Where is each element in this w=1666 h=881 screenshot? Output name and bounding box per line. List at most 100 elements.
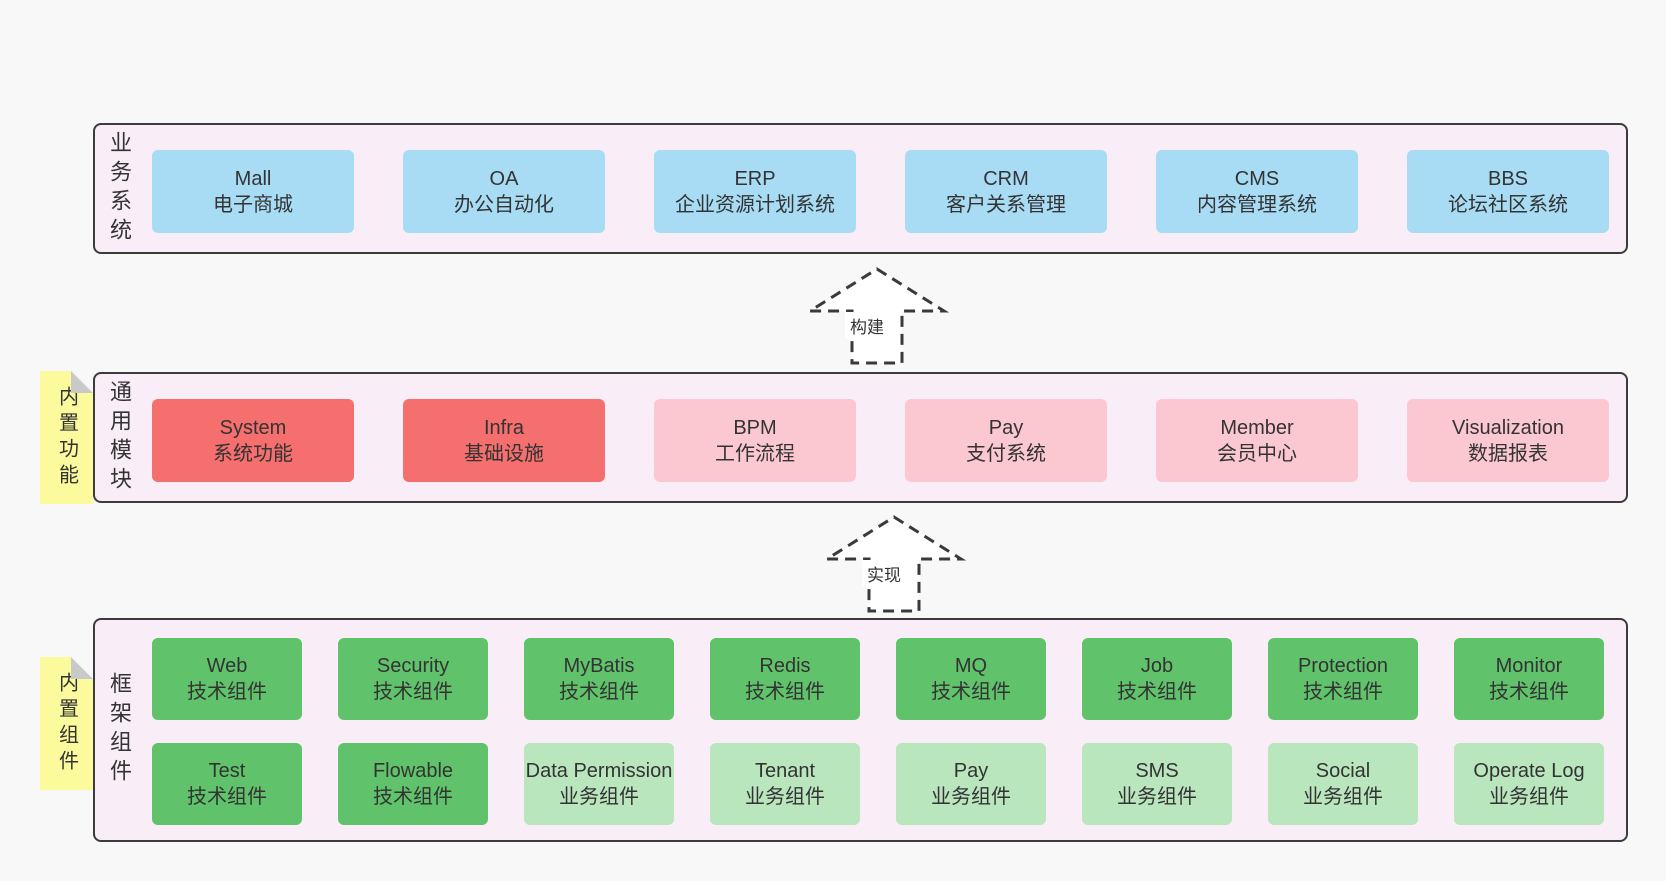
node-social-subtitle: 业务组件 — [1303, 786, 1383, 808]
node-mq-title: MQ — [954, 655, 988, 677]
node-mq-subtitle: 技术组件 — [931, 681, 1011, 703]
node-protection: Protection 技术组件 — [1268, 638, 1418, 720]
node-pay-title: Pay — [988, 416, 1024, 439]
node-pay-biz-subtitle: 业务组件 — [931, 786, 1011, 808]
node-cms-subtitle: 内容管理系统 — [1197, 193, 1317, 216]
node-monitor: Monitor 技术组件 — [1454, 638, 1604, 720]
node-infra-title: Infra — [483, 416, 525, 439]
panel-business-systems: 业务系统 Mall 电子商城 OA 办公自动化 ERP 企业资源计划系统 CRM… — [93, 123, 1628, 254]
node-crm: CRM 客户关系管理 — [905, 150, 1107, 233]
node-mybatis-title: MyBatis — [563, 655, 635, 677]
node-flowable-title: Flowable — [372, 760, 454, 782]
node-redis: Redis 技术组件 — [710, 638, 860, 720]
node-tenant: Tenant 业务组件 — [710, 743, 860, 825]
node-social-title: Social — [1315, 760, 1371, 782]
node-oa-subtitle: 办公自动化 — [454, 193, 554, 216]
node-member-subtitle: 会员中心 — [1217, 442, 1297, 465]
panel-framework-components: 框架组件 Web 技术组件 Security 技术组件 MyBatis 技术组件… — [93, 618, 1628, 842]
component-box-row-2: Test 技术组件 Flowable 技术组件 Data Permission … — [152, 743, 1604, 825]
node-cms: CMS 内容管理系统 — [1156, 150, 1358, 233]
node-tenant-subtitle: 业务组件 — [745, 786, 825, 808]
node-visualization-subtitle: 数据报表 — [1468, 442, 1548, 465]
node-flowable-subtitle: 技术组件 — [373, 786, 453, 808]
node-social: Social 业务组件 — [1268, 743, 1418, 825]
node-data-permission-title: Data Permission — [525, 760, 673, 782]
node-member-title: Member — [1220, 416, 1294, 439]
node-system: System 系统功能 — [152, 399, 354, 482]
sticky-note-built-in-components: 内置组件 — [40, 657, 93, 790]
node-member: Member 会员中心 — [1156, 399, 1358, 482]
node-tenant-title: Tenant — [754, 760, 816, 782]
node-data-permission: Data Permission 业务组件 — [524, 743, 674, 825]
node-web-subtitle: 技术组件 — [187, 681, 267, 703]
panel-common-modules: 通用模块 System 系统功能 Infra 基础设施 BPM 工作流程 Pay… — [93, 372, 1628, 503]
node-sms-title: SMS — [1135, 760, 1179, 782]
node-pay: Pay 支付系统 — [905, 399, 1107, 482]
node-bbs: BBS 论坛社区系统 — [1407, 150, 1609, 233]
node-erp-title: ERP — [734, 167, 776, 190]
node-security-title: Security — [376, 655, 450, 677]
node-protection-subtitle: 技术组件 — [1303, 681, 1383, 703]
module-box-row: System 系统功能 Infra 基础设施 BPM 工作流程 Pay 支付系统… — [152, 399, 1609, 482]
node-mall: Mall 电子商城 — [152, 150, 354, 233]
component-box-row-1: Web 技术组件 Security 技术组件 MyBatis 技术组件 Redi… — [152, 638, 1604, 720]
node-test-title: Test — [208, 760, 246, 782]
node-system-subtitle: 系统功能 — [213, 442, 293, 465]
node-web-title: Web — [206, 655, 248, 677]
arrow-build-label: 构建 — [845, 312, 889, 339]
node-infra: Infra 基础设施 — [403, 399, 605, 482]
node-bbs-subtitle: 论坛社区系统 — [1448, 193, 1568, 216]
node-bbs-title: BBS — [1487, 167, 1529, 190]
node-cms-title: CMS — [1234, 167, 1280, 190]
node-test: Test 技术组件 — [152, 743, 302, 825]
sticky-note-built-in-components-text: 内置组件 — [55, 671, 78, 776]
node-visualization-title: Visualization — [1452, 416, 1564, 439]
sticky-note-built-in-functions-text: 内置功能 — [55, 385, 78, 490]
node-infra-subtitle: 基础设施 — [464, 442, 544, 465]
node-monitor-subtitle: 技术组件 — [1489, 681, 1569, 703]
node-monitor-title: Monitor — [1495, 655, 1563, 677]
node-pay-subtitle: 支付系统 — [966, 442, 1046, 465]
panel-framework-components-label: 框架组件 — [107, 672, 132, 788]
node-job-subtitle: 技术组件 — [1117, 681, 1197, 703]
node-erp-subtitle: 企业资源计划系统 — [675, 193, 835, 216]
node-data-permission-subtitle: 业务组件 — [559, 786, 639, 808]
node-pay-biz: Pay 业务组件 — [896, 743, 1046, 825]
node-sms-subtitle: 业务组件 — [1117, 786, 1197, 808]
panel-common-modules-label: 通用模块 — [107, 379, 132, 496]
sticky-note-built-in-functions: 内置功能 — [40, 371, 93, 504]
arrow-implement-label: 实现 — [862, 560, 906, 587]
node-crm-title: CRM — [983, 167, 1029, 190]
node-bpm-title: BPM — [733, 416, 777, 439]
node-mybatis-subtitle: 技术组件 — [559, 681, 639, 703]
node-test-subtitle: 技术组件 — [187, 786, 267, 808]
node-redis-subtitle: 技术组件 — [745, 681, 825, 703]
node-oa: OA 办公自动化 — [403, 150, 605, 233]
node-operate-log-subtitle: 业务组件 — [1489, 786, 1569, 808]
node-bpm: BPM 工作流程 — [654, 399, 856, 482]
node-security-subtitle: 技术组件 — [373, 681, 453, 703]
node-web: Web 技术组件 — [152, 638, 302, 720]
node-mall-subtitle: 电子商城 — [213, 193, 293, 216]
node-system-title: System — [219, 416, 287, 439]
node-security: Security 技术组件 — [338, 638, 488, 720]
business-box-row: Mall 电子商城 OA 办公自动化 ERP 企业资源计划系统 CRM 客户关系… — [152, 150, 1609, 233]
node-mall-title: Mall — [234, 167, 272, 190]
node-job-title: Job — [1140, 655, 1174, 677]
node-pay-biz-title: Pay — [953, 760, 989, 782]
node-job: Job 技术组件 — [1082, 638, 1232, 720]
node-mq: MQ 技术组件 — [896, 638, 1046, 720]
node-operate-log-title: Operate Log — [1473, 760, 1585, 782]
node-flowable: Flowable 技术组件 — [338, 743, 488, 825]
node-protection-title: Protection — [1297, 655, 1389, 677]
node-bpm-subtitle: 工作流程 — [715, 442, 795, 465]
node-crm-subtitle: 客户关系管理 — [946, 193, 1066, 216]
panel-business-systems-label: 业务系统 — [107, 130, 132, 247]
node-redis-title: Redis — [759, 655, 811, 677]
node-oa-title: OA — [489, 167, 519, 190]
node-mybatis: MyBatis 技术组件 — [524, 638, 674, 720]
node-erp: ERP 企业资源计划系统 — [654, 150, 856, 233]
node-visualization: Visualization 数据报表 — [1407, 399, 1609, 482]
node-operate-log: Operate Log 业务组件 — [1454, 743, 1604, 825]
